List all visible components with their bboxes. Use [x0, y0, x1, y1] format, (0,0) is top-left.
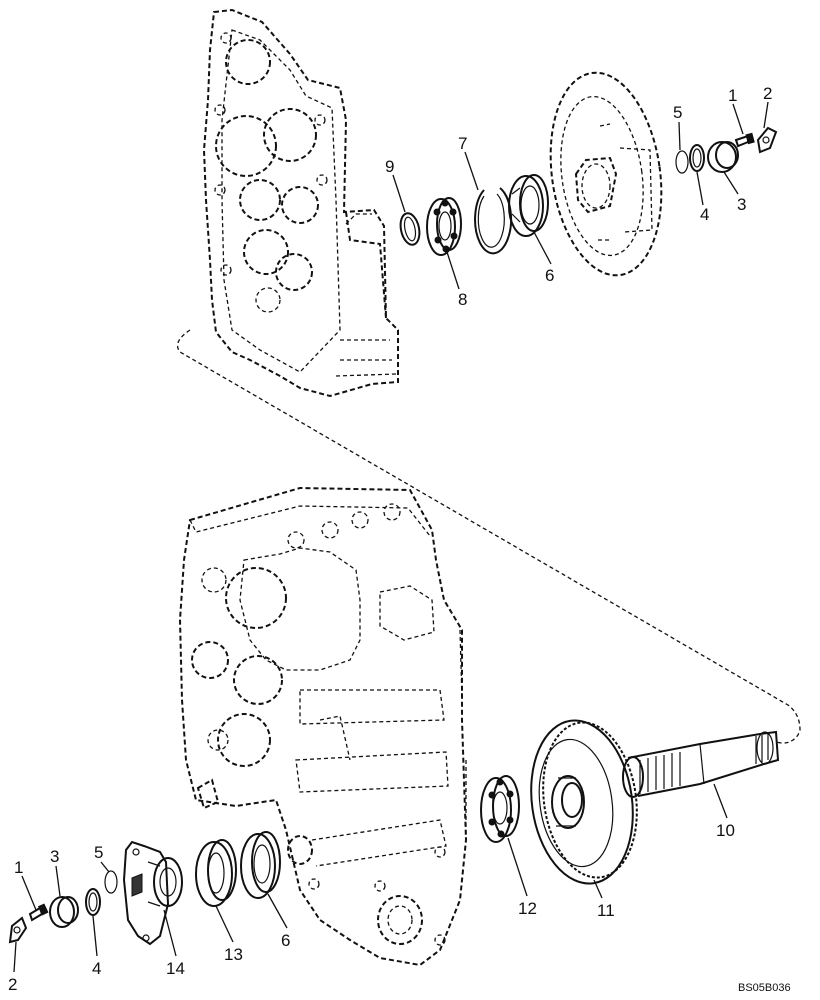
lower-flange-14 [122, 840, 183, 946]
callout-4-lower: 4 [92, 959, 101, 978]
callout-4-upper: 4 [700, 205, 709, 224]
leader-lines [13, 101, 769, 973]
lower-lock-plate-2 [8, 916, 28, 944]
leader-line-6a [533, 231, 552, 265]
callout-2-upper: 2 [763, 84, 772, 103]
callout-1-lower: 1 [14, 858, 23, 877]
figure-reference-code: BS05B036 [738, 982, 791, 994]
assembly-connector-line [176, 329, 801, 744]
leader-line-12 [507, 837, 528, 897]
lower-transmission-housing [178, 486, 468, 967]
callout-5-upper: 5 [673, 103, 682, 122]
leader-line-9 [392, 174, 406, 213]
upper-seal-6 [508, 174, 549, 237]
lower-shim-4 [85, 888, 101, 916]
leader-line-1b [21, 875, 37, 911]
leader-line-4a [696, 171, 704, 206]
callout-10: 10 [716, 821, 735, 840]
callout-3-lower: 3 [50, 847, 59, 866]
callout-11: 11 [597, 901, 615, 920]
upper-housing-cover [202, 8, 399, 398]
callout-labels: 1 2 5 4 3 9 7 8 6 10 11 12 1 2 3 4 5 14 … [8, 84, 772, 994]
upper-shim-4 [689, 144, 705, 172]
lower-screw-1 [28, 903, 49, 922]
leader-line-6b [267, 893, 288, 929]
callout-12: 12 [518, 899, 537, 918]
upper-gear-dashed [549, 71, 663, 277]
leader-line-5b [100, 861, 110, 873]
callout-13: 13 [224, 945, 243, 964]
leader-line-2a [763, 101, 769, 129]
callout-5-lower: 5 [94, 843, 103, 862]
leader-line-3b [55, 865, 61, 897]
leader-line-10 [713, 783, 728, 819]
upper-snap-ring-7 [474, 187, 513, 255]
leader-line-14 [163, 909, 177, 957]
upper-screw-1 [734, 132, 755, 148]
lower-cap-3 [49, 896, 79, 928]
leader-line-5a [678, 121, 681, 151]
callout-2-lower: 2 [8, 975, 17, 994]
callout-6-lower: 6 [281, 931, 290, 950]
lower-bearing-12 [480, 775, 520, 843]
leader-line-3a [723, 171, 739, 195]
callout-6-upper: 6 [545, 266, 554, 285]
leader-line-1a [732, 103, 744, 135]
callout-7: 7 [458, 134, 467, 153]
leader-line-2b [13, 941, 17, 973]
upper-o-ring-5 [675, 150, 689, 174]
callout-1-upper: 1 [728, 86, 737, 105]
leader-line-4b [92, 915, 98, 957]
leader-line-8 [446, 251, 460, 290]
callout-14: 14 [166, 959, 185, 978]
lower-o-ring-5 [104, 870, 118, 894]
lower-gear-11 [530, 719, 638, 885]
lower-shaft-10 [622, 730, 780, 798]
callout-3-upper: 3 [737, 195, 746, 214]
upper-bearing-8 [426, 197, 462, 256]
leader-line-11 [593, 879, 603, 899]
leader-line-7 [464, 151, 479, 191]
upper-cap-3 [707, 141, 739, 173]
upper-lock-plate-2 [756, 126, 778, 154]
lower-spacer-13 [195, 839, 237, 907]
lower-seal-6 [240, 831, 281, 899]
callout-8: 8 [458, 290, 467, 309]
upper-ring-9 [399, 212, 421, 246]
leader-line-13 [215, 905, 234, 943]
callout-9: 9 [385, 157, 394, 176]
